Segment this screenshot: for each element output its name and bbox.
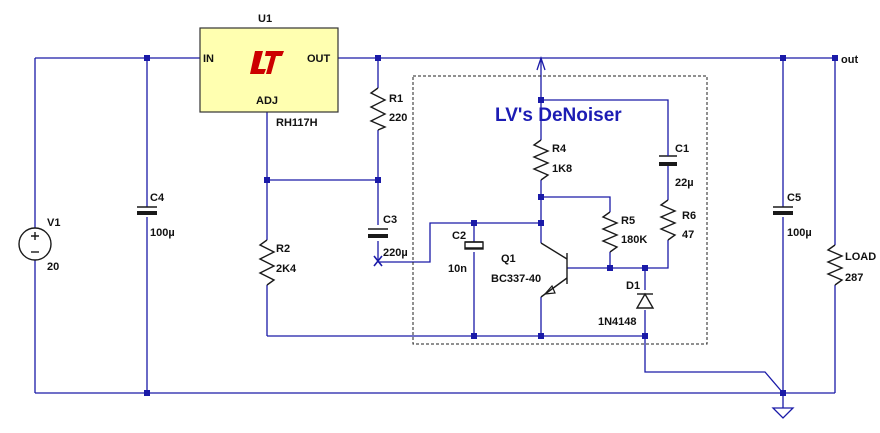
transistor-q1: Q1 BC337-40 <box>491 242 568 298</box>
c4-value: 100µ <box>150 227 175 239</box>
x-marker-icon <box>373 255 383 267</box>
junction-dot <box>780 390 786 396</box>
source-circle <box>18 227 52 261</box>
resistor-r6: R6 47 <box>659 199 696 241</box>
transistor-collector <box>540 242 568 260</box>
junction-dot <box>538 194 544 200</box>
junction-dot <box>607 265 613 271</box>
capacitor-body <box>464 241 484 250</box>
d1-value: 1N4148 <box>598 316 637 328</box>
r4-ref: R4 <box>552 143 567 155</box>
c2-value: 10n <box>448 263 467 275</box>
capacitor-plate <box>465 241 483 249</box>
resistor-r5: R5 180K <box>601 211 647 253</box>
regulator-u1: U1 IN OUT ADJ RH117H <box>199 13 339 129</box>
u1-pin-adj: ADJ <box>256 95 278 107</box>
wire-d1 <box>644 268 784 394</box>
wire-top-node <box>541 99 669 150</box>
capacitor-c4: C4 100µ <box>137 192 175 239</box>
resistor-load: LOAD 287 <box>826 244 876 286</box>
junction-dot <box>642 333 648 339</box>
r2-value: 2K4 <box>276 263 297 275</box>
resistor-r2: R2 2K4 <box>258 239 297 286</box>
capacitor-c1: C1 22µ <box>659 143 694 189</box>
junction-dot <box>538 333 544 339</box>
c1-ref: C1 <box>675 143 689 155</box>
r6-value: 47 <box>682 229 694 241</box>
junction-dot <box>780 55 786 61</box>
denoiser-boundary <box>412 75 708 345</box>
c4-ref: C4 <box>150 192 165 204</box>
c2-ref: C2 <box>452 230 466 242</box>
load-ref: LOAD <box>845 251 876 263</box>
u1-pin-in: IN <box>203 53 214 65</box>
wire-r5 <box>541 196 611 268</box>
diode-triangle <box>635 292 655 309</box>
r2-ref: R2 <box>276 243 290 255</box>
junction-dot <box>264 177 270 183</box>
r5-ref: R5 <box>621 215 635 227</box>
r5-value: 180K <box>621 234 647 246</box>
resistor-zigzag <box>532 139 550 181</box>
resistor-r4: R4 1K8 <box>532 139 572 181</box>
u1-pin-out: OUT <box>307 53 331 65</box>
r1-value: 220 <box>389 112 407 124</box>
r1-ref: R1 <box>389 93 403 105</box>
c5-ref: C5 <box>787 192 801 204</box>
c3-value: 220µ <box>383 247 408 259</box>
load-value: 287 <box>845 272 863 284</box>
junction-dot <box>538 220 544 226</box>
d1-ref: D1 <box>626 280 640 292</box>
q1-value: BC337-40 <box>491 273 541 285</box>
c1-value: 22µ <box>675 177 694 189</box>
u1-part: RH117H <box>276 117 318 129</box>
junction-dots <box>144 55 838 396</box>
junction-dot <box>642 265 648 271</box>
voltage-source-v1: V1 20 <box>18 217 60 273</box>
resistor-zigzag <box>369 87 387 131</box>
junction-dot <box>144 55 150 61</box>
q1-ref: Q1 <box>501 253 516 265</box>
ground-icon <box>771 407 795 419</box>
junction-dot <box>375 177 381 183</box>
v1-value: 20 <box>47 261 59 273</box>
emitter-arrow-icon <box>543 284 556 295</box>
junction-dot <box>471 220 477 226</box>
resistor-zigzag <box>659 199 677 241</box>
resistor-r1: R1 220 <box>369 87 407 131</box>
capacitor-c5: C5 100µ <box>773 192 812 239</box>
junction-dot <box>538 97 544 103</box>
wire-c3-base <box>378 222 541 263</box>
wire-base-node <box>567 240 669 269</box>
junction-dot <box>832 55 838 61</box>
capacitor-c3: C3 220µ <box>368 214 408 267</box>
v1-ref: V1 <box>47 217 60 229</box>
junction-dot <box>471 333 477 339</box>
wires <box>34 57 836 408</box>
r4-value: 1K8 <box>552 163 572 175</box>
resistor-zigzag <box>258 239 276 286</box>
capacitor-c2: C2 10n <box>448 230 484 275</box>
resistor-zigzag <box>826 244 844 286</box>
junction-dot <box>144 390 150 396</box>
net-label-out: out <box>841 54 858 66</box>
lt-logo-icon <box>250 51 284 74</box>
arrow-up-icon <box>536 55 546 71</box>
junction-dot <box>375 55 381 61</box>
c5-value: 100µ <box>787 227 812 239</box>
denoiser-title: LV's DeNoiser <box>495 105 622 126</box>
u1-ref: U1 <box>258 13 272 25</box>
plus-icon <box>31 232 39 240</box>
r6-ref: R6 <box>682 210 696 222</box>
c3-ref: C3 <box>383 214 397 226</box>
diode-d1: D1 1N4148 <box>598 280 655 328</box>
resistor-zigzag <box>601 211 619 253</box>
